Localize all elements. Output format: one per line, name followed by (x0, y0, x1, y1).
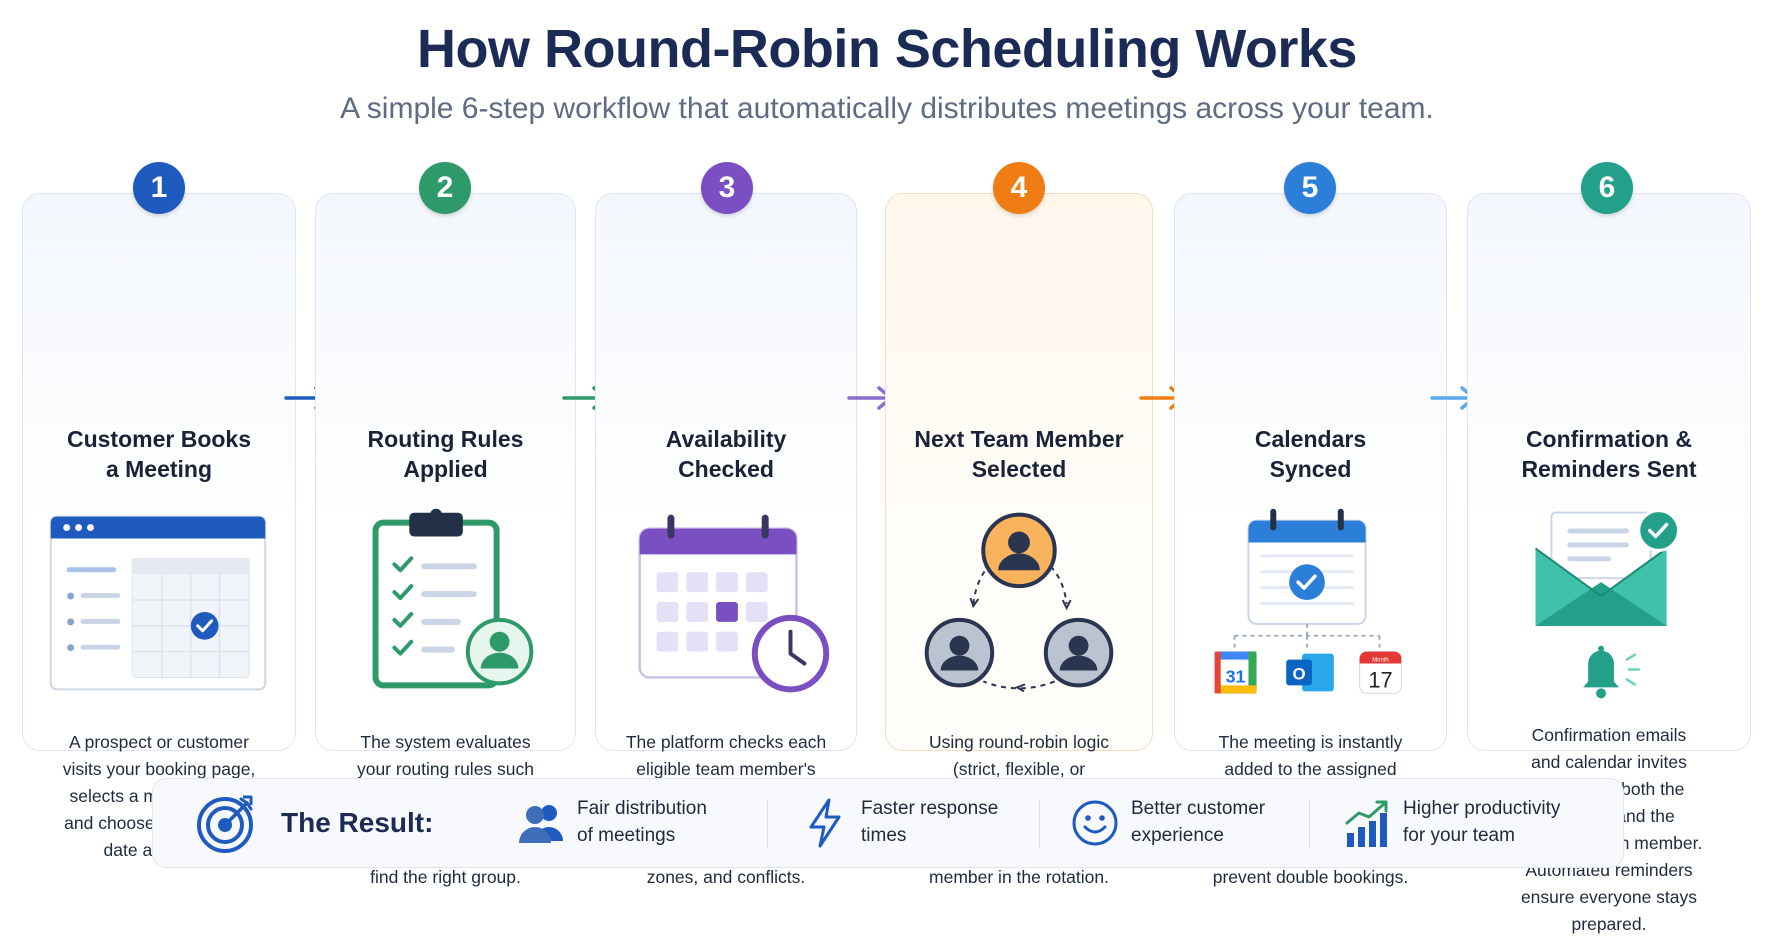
result-item-text: Fair distribution of meetings (577, 798, 707, 846)
calendar-clock-icon (638, 514, 830, 693)
step-number-badge: 6 (1581, 162, 1633, 214)
smiley-icon (1072, 800, 1118, 846)
step-number-badge: 5 (1284, 162, 1336, 214)
growth-chart-icon (1345, 800, 1388, 847)
result-item-fair-distribution: Fair distribution of meetings (517, 793, 767, 855)
step-number-badge: 4 (993, 162, 1045, 214)
apple-calendar-month: Month (1372, 658, 1389, 664)
step-card-2: Routing Rules Applied The system evaluat… (315, 193, 576, 887)
apple-calendar-day: 17 (1368, 667, 1392, 692)
result-item-text: Faster response times (861, 798, 999, 846)
envelope-bell-icon (1534, 509, 1680, 699)
step-number-badge: 3 (701, 162, 753, 214)
step-number-badge: 2 (419, 162, 471, 214)
calendar-sync-icon: 31 O Month 17 (1214, 508, 1402, 694)
divider (1039, 799, 1040, 849)
divider (767, 799, 768, 849)
clipboard-checklist-icon (372, 508, 534, 689)
step-card-4: Next Team Member Selected Using round-ro… (885, 193, 1153, 887)
step-title: Availability Checked (665, 426, 787, 482)
google-calendar-label: 31 (1226, 666, 1246, 686)
step-card-6: Confirmation & Reminders Sent Confirmati… (1467, 193, 1751, 934)
page-subtitle: A simple 6-step workflow that automatica… (340, 92, 1434, 125)
step-title: Confirmation & Reminders Sent (1521, 426, 1697, 482)
target-icon (197, 795, 253, 853)
step-card-1: Customer Books a Meeting A prospect or c… (22, 193, 296, 860)
step-number-badge: 1 (133, 162, 185, 214)
outlook-label: O (1293, 664, 1306, 683)
page-title: How Round-Robin Scheduling Works (417, 19, 1357, 79)
booking-page-icon (49, 515, 267, 691)
step-title: Customer Books a Meeting (66, 426, 252, 482)
result-item-customer-experience: Better customer experience (1071, 793, 1321, 855)
step-title: Calendars Synced (1254, 426, 1367, 482)
divider (1309, 799, 1310, 849)
result-label: The Result: (281, 807, 434, 838)
rotation-users-icon (924, 512, 1114, 693)
step-card-5: Calendars Synced 31 O Month 17 The meeti… (1174, 193, 1447, 887)
lightning-icon (809, 798, 841, 848)
result-item-faster-response: Faster response times (801, 793, 1051, 855)
result-bar: The Result: Fair distribution of meeting… (152, 778, 1624, 868)
step-title: Routing Rules Applied (367, 426, 524, 482)
result-item-text: Better customer experience (1131, 798, 1266, 846)
step-card-3: Availability Checked The platform checks… (595, 193, 857, 887)
team-users-icon (519, 805, 563, 843)
step-title: Next Team Member Selected (914, 426, 1124, 482)
result-item-text: Higher productivity for your team (1403, 798, 1561, 846)
result-item-higher-productivity: Higher productivity for your team (1343, 793, 1603, 855)
